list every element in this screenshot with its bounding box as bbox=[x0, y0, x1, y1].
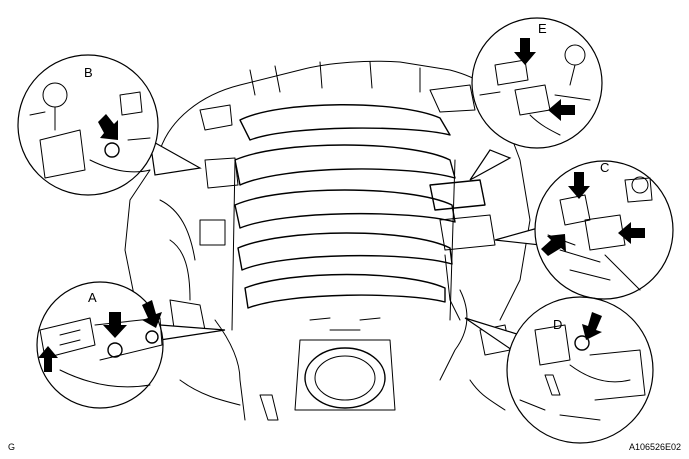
callout-label-b: B bbox=[84, 65, 93, 80]
arrow-icon bbox=[98, 114, 118, 140]
arrow-icon bbox=[548, 99, 575, 121]
callout-C: C bbox=[494, 160, 674, 300]
arrow-icon bbox=[103, 312, 127, 338]
arrow-icon bbox=[142, 300, 162, 328]
callout-label-c: C bbox=[600, 160, 609, 175]
arrow-icon bbox=[618, 222, 645, 244]
callout-label-a: A bbox=[88, 290, 97, 305]
callout-label-e: E bbox=[538, 21, 547, 36]
corner-mark: G bbox=[8, 442, 15, 452]
arrow-icon bbox=[582, 312, 602, 340]
arrow-icon bbox=[541, 234, 566, 256]
arrow-icon bbox=[38, 346, 58, 372]
callout-D: D bbox=[464, 296, 654, 444]
arrow-icon bbox=[568, 172, 590, 199]
callout-B: B bbox=[17, 54, 202, 196]
callout-A: A bbox=[36, 281, 226, 409]
callout-E: E bbox=[469, 17, 603, 181]
figure-code: A106526E02 bbox=[629, 442, 681, 452]
engine-body bbox=[124, 60, 531, 421]
callout-label-d: D bbox=[553, 317, 562, 332]
arrow-icon bbox=[514, 38, 536, 65]
